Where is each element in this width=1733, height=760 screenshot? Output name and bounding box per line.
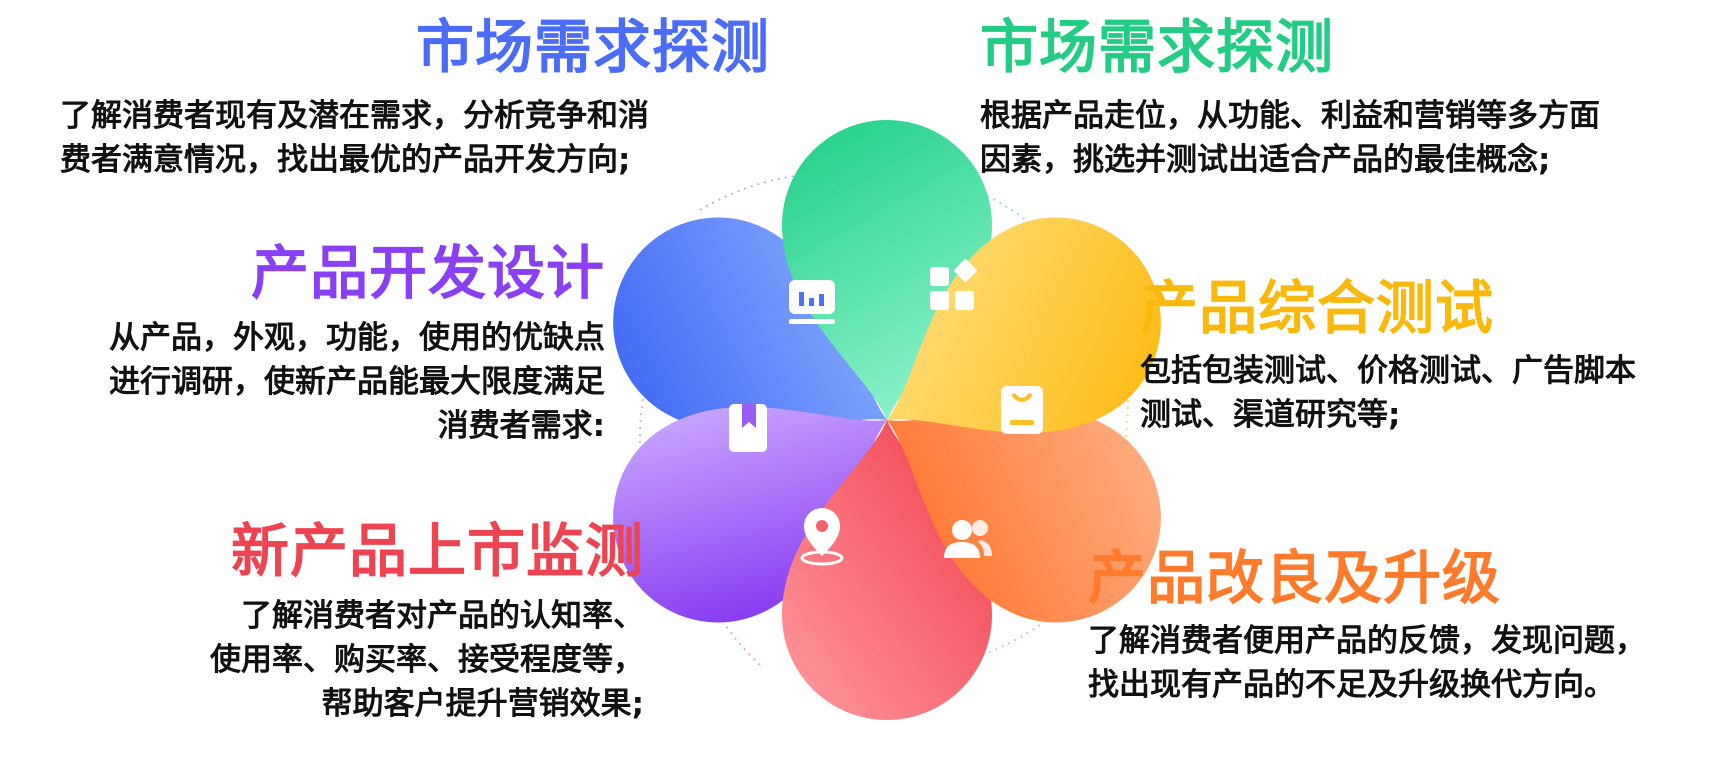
description-line: 根据产品走位，从功能、利益和营销等多方面 <box>980 98 1600 134</box>
description-line: 测试、渠道研究等; <box>1140 397 1401 433</box>
description-line: 费者满意情况，找出最优的产品开发方向; <box>60 142 631 178</box>
block-product-upgrade: 产品改良及升级 了解消费者便用产品的反馈，发现问题， 找出现有产品的不足及升级换… <box>1088 545 1728 707</box>
block-title: 新产品上市监测 <box>230 517 644 585</box>
petal-yellow <box>887 217 1161 433</box>
petal-purple <box>613 407 887 623</box>
block-description: 根据产品走位，从功能、利益和营销等多方面 因素，挑选并测试出适合产品的最佳概念; <box>980 94 1720 182</box>
description-line: 了解消费者现有及潜在需求，分析竞争和消 <box>60 98 649 134</box>
block-title: 产品开发设计 <box>250 239 605 307</box>
block-title: 市场需求探测 <box>980 13 1335 81</box>
chart-monitor-icon <box>789 280 835 324</box>
app-grid-icon <box>930 259 977 310</box>
description-line: 使用率、购买率、接受程度等， <box>210 642 644 678</box>
block-description: 包括包装测试、价格测试、广告脚本 测试、渠道研究等; <box>1140 349 1730 437</box>
description-line: 包括包装测试、价格测试、广告脚本 <box>1140 353 1636 389</box>
block-title: 产品改良及升级 <box>1088 544 1502 612</box>
description-line: 因素，挑选并测试出适合产品的最佳概念; <box>980 142 1551 178</box>
ring-arrow-red <box>695 572 761 666</box>
bookmark-book-icon <box>729 404 767 452</box>
description-line: 消费者需求: <box>437 408 605 444</box>
block-product-testing: 产品综合测试 包括包装测试、价格测试、广告脚本 测试、渠道研究等; <box>1140 275 1730 437</box>
description-line: 了解消费者对产品的认知率、 <box>241 598 644 634</box>
block-title: 产品综合测试 <box>1140 274 1495 342</box>
description-line: 找出现有产品的不足及升级换代方向。 <box>1088 667 1615 703</box>
description-line: 进行调研，使新产品能最大限度满足 <box>109 364 605 400</box>
description-line: 了解消费者便用产品的反馈，发现问题， <box>1088 623 1646 659</box>
block-launch-monitoring: 新产品上市监测 了解消费者对产品的认知率、 使用率、购买率、接受程度等， 帮助客… <box>140 518 644 726</box>
block-description: 从产品，外观，功能，使用的优缺点 进行调研，使新产品能最大限度满足 消费者需求: <box>12 316 605 448</box>
block-description: 了解消费者现有及潜在需求，分析竞争和消 费者满意情况，找出最优的产品开发方向; <box>60 94 770 182</box>
block-product-design: 产品开发设计 从产品，外观，功能，使用的优缺点 进行调研，使新产品能最大限度满足… <box>12 240 605 448</box>
block-description: 了解消费者对产品的认知率、 使用率、购买率、接受程度等， 帮助客户提升营销效果; <box>140 594 644 726</box>
location-pin-icon <box>800 508 844 566</box>
package-icon <box>1001 386 1043 434</box>
petal-orange <box>887 407 1161 623</box>
description-line: 帮助客户提升营销效果; <box>321 686 644 722</box>
block-title: 市场需求探测 <box>415 13 770 81</box>
users-icon <box>944 520 992 558</box>
petal-blue <box>613 217 887 433</box>
description-line: 从产品，外观，功能，使用的优缺点 <box>109 320 605 356</box>
block-market-demand-right: 市场需求探测 根据产品走位，从功能、利益和营销等多方面 因素，挑选并测试出适合产… <box>980 14 1720 182</box>
block-description: 了解消费者便用产品的反馈，发现问题， 找出现有产品的不足及升级换代方向。 <box>1088 619 1728 707</box>
block-market-demand-left: 市场需求探测 了解消费者现有及潜在需求，分析竞争和消 费者满意情况，找出最优的产… <box>60 14 770 182</box>
